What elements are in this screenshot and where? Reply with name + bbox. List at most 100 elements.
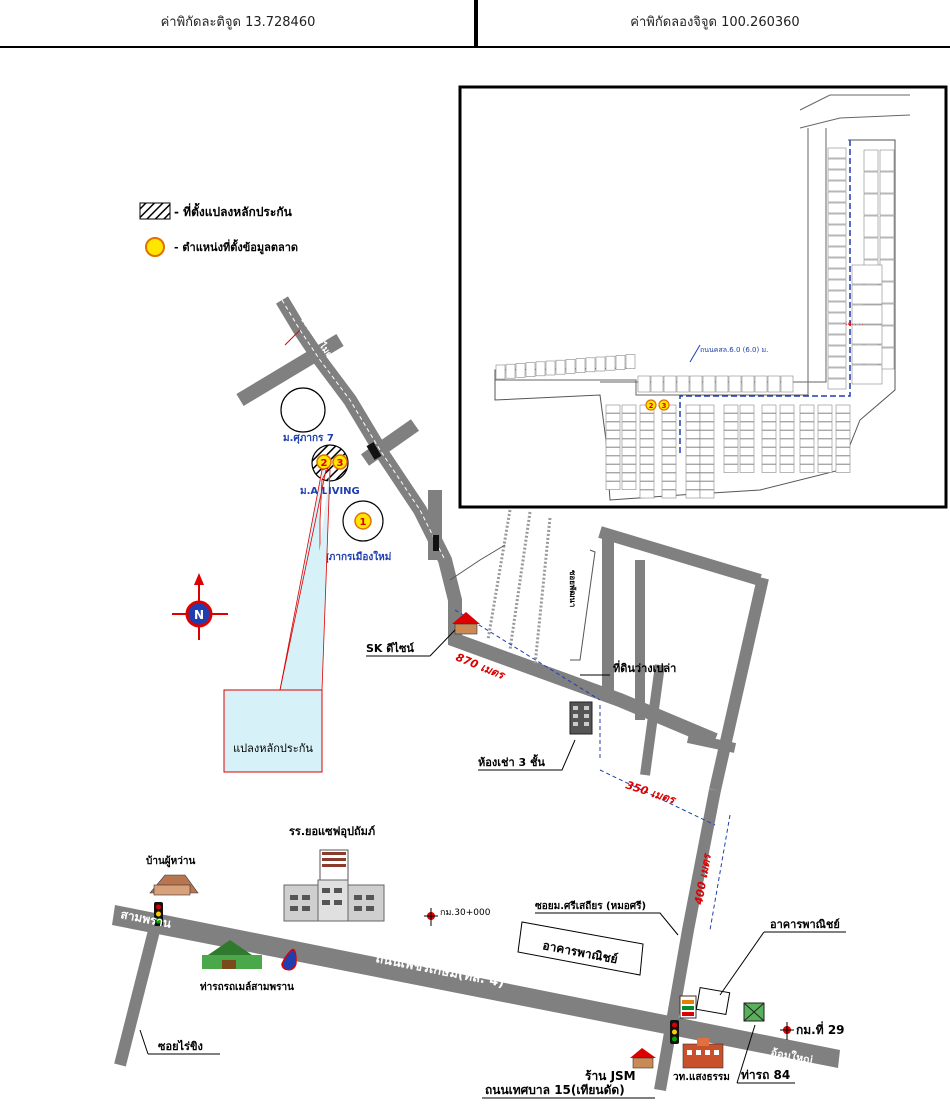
inset-plot — [661, 489, 677, 499]
inset-plot — [661, 421, 677, 431]
inset-plot — [723, 430, 739, 439]
label-sk-design: SK ดีไซน์ — [366, 641, 414, 655]
inset-plot — [661, 438, 677, 448]
inset-plot — [739, 464, 755, 473]
inset-plot — [739, 447, 755, 456]
building-icon — [569, 701, 593, 735]
inset-plot — [605, 455, 621, 465]
church-icon — [149, 874, 199, 896]
label-dorm: ห้องเช่า 3 ชั้น — [478, 754, 545, 769]
label-suphakorn-mueang-mai: ม.ศุภากรเมืองใหม่ — [312, 550, 391, 563]
inset-plot — [817, 413, 833, 422]
inset-plot — [605, 481, 621, 490]
inset-plot — [863, 149, 879, 172]
inset-plot — [545, 360, 556, 376]
inset-plot — [676, 375, 690, 393]
inset-plot — [585, 357, 596, 373]
inset-plot — [799, 430, 815, 439]
km-marker-icon — [780, 1022, 794, 1040]
inset-plot — [799, 447, 815, 456]
latitude-label: ค่าพิกัดละติจูด 13.728460 — [160, 15, 316, 30]
inset-plot — [605, 438, 621, 448]
inset-marker-2 — [645, 399, 657, 411]
inset-plot — [851, 284, 883, 305]
inset-plot — [835, 438, 851, 448]
inset-plot — [685, 421, 701, 431]
temple-icon — [682, 1038, 724, 1069]
inset-plot — [761, 438, 777, 448]
inset-plot — [637, 375, 651, 393]
inset-plot — [605, 413, 621, 422]
inset-plot — [685, 447, 701, 456]
inset-plot — [779, 404, 795, 414]
inset-plot — [685, 404, 701, 414]
svg-text:1: 1 — [360, 517, 367, 528]
inset-plot — [780, 375, 794, 393]
inset-plot — [827, 268, 847, 280]
inset-plot — [827, 301, 847, 313]
inset-plot — [799, 455, 815, 465]
inset-plot — [827, 147, 847, 159]
inset-plot — [754, 375, 768, 393]
inset-plot — [799, 464, 815, 473]
inset-plot — [728, 375, 742, 393]
inset-plot — [699, 481, 715, 490]
inset-plot — [605, 464, 621, 473]
label-school: รร.ยอแซฟอุปถัมภ์ — [289, 825, 375, 839]
inset-plot — [863, 215, 879, 238]
inset-plot — [835, 404, 851, 414]
inset-plot — [685, 438, 701, 448]
svg-text:2: 2 — [321, 458, 328, 469]
inset-plot — [723, 455, 739, 465]
inset-plot — [699, 421, 715, 431]
inset-plot — [639, 464, 655, 473]
inset-plot — [615, 355, 626, 370]
inset-plot — [685, 455, 701, 465]
inset-plot — [495, 364, 506, 380]
inset-plot — [689, 375, 703, 393]
inset-plot — [605, 430, 621, 439]
market-legend-icon — [145, 237, 165, 257]
label-a-living: ม.A LIVING — [300, 486, 360, 497]
inset-plot — [621, 472, 637, 482]
inset-plot — [863, 171, 879, 194]
inset-plot — [621, 413, 637, 422]
inset-plot — [827, 235, 847, 247]
label-soi-sri: ซอยม.ศรีเสถียร (หมอศรี) — [535, 900, 646, 912]
inset-plot — [621, 421, 637, 431]
traffic-light-icon — [670, 1020, 679, 1044]
inset-plot — [639, 413, 655, 422]
inset-plot — [817, 404, 833, 414]
inset-plot — [767, 375, 781, 393]
inset-plot — [739, 430, 755, 439]
inset-plot — [699, 404, 715, 414]
inset-plot — [723, 438, 739, 448]
inset-plot — [761, 455, 777, 465]
inset-plot — [879, 149, 895, 172]
market-marker-3 — [332, 454, 348, 470]
inset-plot — [723, 464, 739, 473]
inset-plot — [535, 361, 546, 377]
label-soi-rai-khing: ซอยไร่ขิง — [158, 1039, 203, 1053]
svg-text:3: 3 — [337, 458, 344, 469]
inset-plot — [761, 464, 777, 473]
inset-plot — [663, 375, 677, 393]
inset-plot — [605, 472, 621, 482]
label-km29: กม.ที่ 29 — [796, 1021, 845, 1037]
inset-plot — [661, 455, 677, 465]
inset-plot — [827, 246, 847, 258]
inset-plot — [827, 367, 847, 379]
legend-collateral-label: - ที่ตั้งแปลงหลักประกัน — [174, 202, 293, 219]
inset-plot — [827, 279, 847, 291]
inset-plot — [863, 193, 879, 216]
inset-plot — [779, 438, 795, 448]
inset-plot — [835, 430, 851, 439]
inset-plot — [739, 404, 755, 414]
inset-plot — [827, 345, 847, 357]
inset-plot — [639, 447, 655, 456]
distance-350-label: 350 เมตร — [624, 778, 678, 807]
inset-plot — [761, 430, 777, 439]
inset-plot — [723, 413, 739, 422]
inset-plot — [621, 447, 637, 456]
inset-plot — [827, 312, 847, 324]
